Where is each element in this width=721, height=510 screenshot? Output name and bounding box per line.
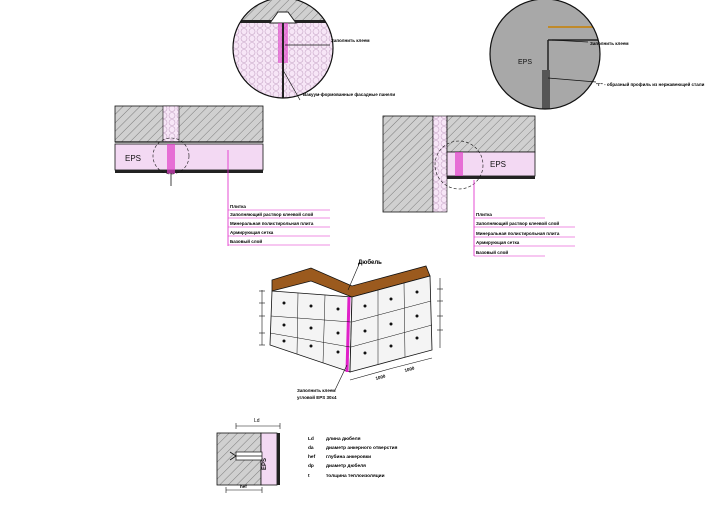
callout-item: Минеральная полистирольная плита <box>476 231 560 236</box>
callout-dowel: Дюбель <box>358 259 382 266</box>
detail-circle-top-right: EPS Заполнить клеем "Г" - образный профи… <box>489 0 705 110</box>
anchor-detail: EPS Ld hef <box>216 418 281 493</box>
legend-symbol: t <box>308 473 310 479</box>
corner-profile <box>345 296 351 373</box>
legend-symbol: da <box>308 445 314 451</box>
callout-item: Заполняющий раствор клеевой слой <box>230 211 313 217</box>
legend-text: диаметр анкерного отверстия <box>326 446 398 451</box>
callout-item: Плитка <box>476 212 492 217</box>
left-wall <box>269 290 353 373</box>
callout-fill-adhesive: Заполнить клеем <box>297 388 336 393</box>
callout-fill-adhesive: Заполнить клеем <box>331 38 370 43</box>
callout-item: Минеральная полистирольная плита <box>230 221 314 226</box>
section-right: EPS Плитка Заполняющий раствор клеевой с… <box>382 115 575 257</box>
leader-line <box>282 69 301 101</box>
legend-text: глубина анкеровки <box>326 453 371 460</box>
eps-label: EPS <box>518 59 532 66</box>
dim-ld: Ld <box>254 418 260 424</box>
callout-list: Плитка Заполняющий раствор клеевой слой … <box>474 212 575 257</box>
eps-label: EPS <box>490 160 506 169</box>
callout-item: Армирующая сетка <box>230 230 274 235</box>
eps-label: EPS <box>262 458 268 470</box>
callout-profile: "Г" - образный профиль из нержавеющей ст… <box>596 81 705 87</box>
callout-panels: Вакуум-формованные фасадные панели <box>303 91 395 97</box>
callout-item: Плитка <box>230 204 246 209</box>
anchor-legend: Ld длина дюбеля da диаметр анкерного отв… <box>308 435 398 479</box>
callout-item: Базовый слой <box>230 238 262 244</box>
callout-item: Армирующая сетка <box>476 240 520 245</box>
callout-fill-adhesive: Заполнить клеем <box>590 41 629 46</box>
eps-label: EPS <box>125 154 141 163</box>
section-left: EPS Плитка Заполняющий раствор клеевой с… <box>114 105 330 246</box>
legend-text: диаметр дюбеля <box>326 462 366 469</box>
isometric-corner: 1000 1000 Дюбель Заполнить клеем угловой… <box>259 259 443 400</box>
legend-symbol: Ld <box>308 436 314 442</box>
detail-circle-top-center: Заполнить клеем Вакуум-формованные фасад… <box>232 0 395 101</box>
detail-circle-outline <box>232 0 334 99</box>
legend-symbol: hef <box>308 454 316 460</box>
legend-text: толщина теплоизоляции <box>326 474 385 479</box>
dimension-label: 1000 <box>404 365 415 373</box>
detail-circle-outline <box>489 0 601 110</box>
callout-item: Заполняющий раствор клеевой слой <box>476 220 559 226</box>
callout-list: Плитка Заполняющий раствор клеевой слой … <box>228 204 330 246</box>
callout-corner-eps: угловой EPS 30x4 <box>297 394 337 400</box>
dimension-label: 1000 <box>375 373 386 381</box>
legend-symbol: dp <box>308 463 314 469</box>
legend-text: длина дюбеля <box>326 435 361 442</box>
dim-hef: hef <box>240 484 247 489</box>
callout-item: Базовый слой <box>476 249 508 255</box>
